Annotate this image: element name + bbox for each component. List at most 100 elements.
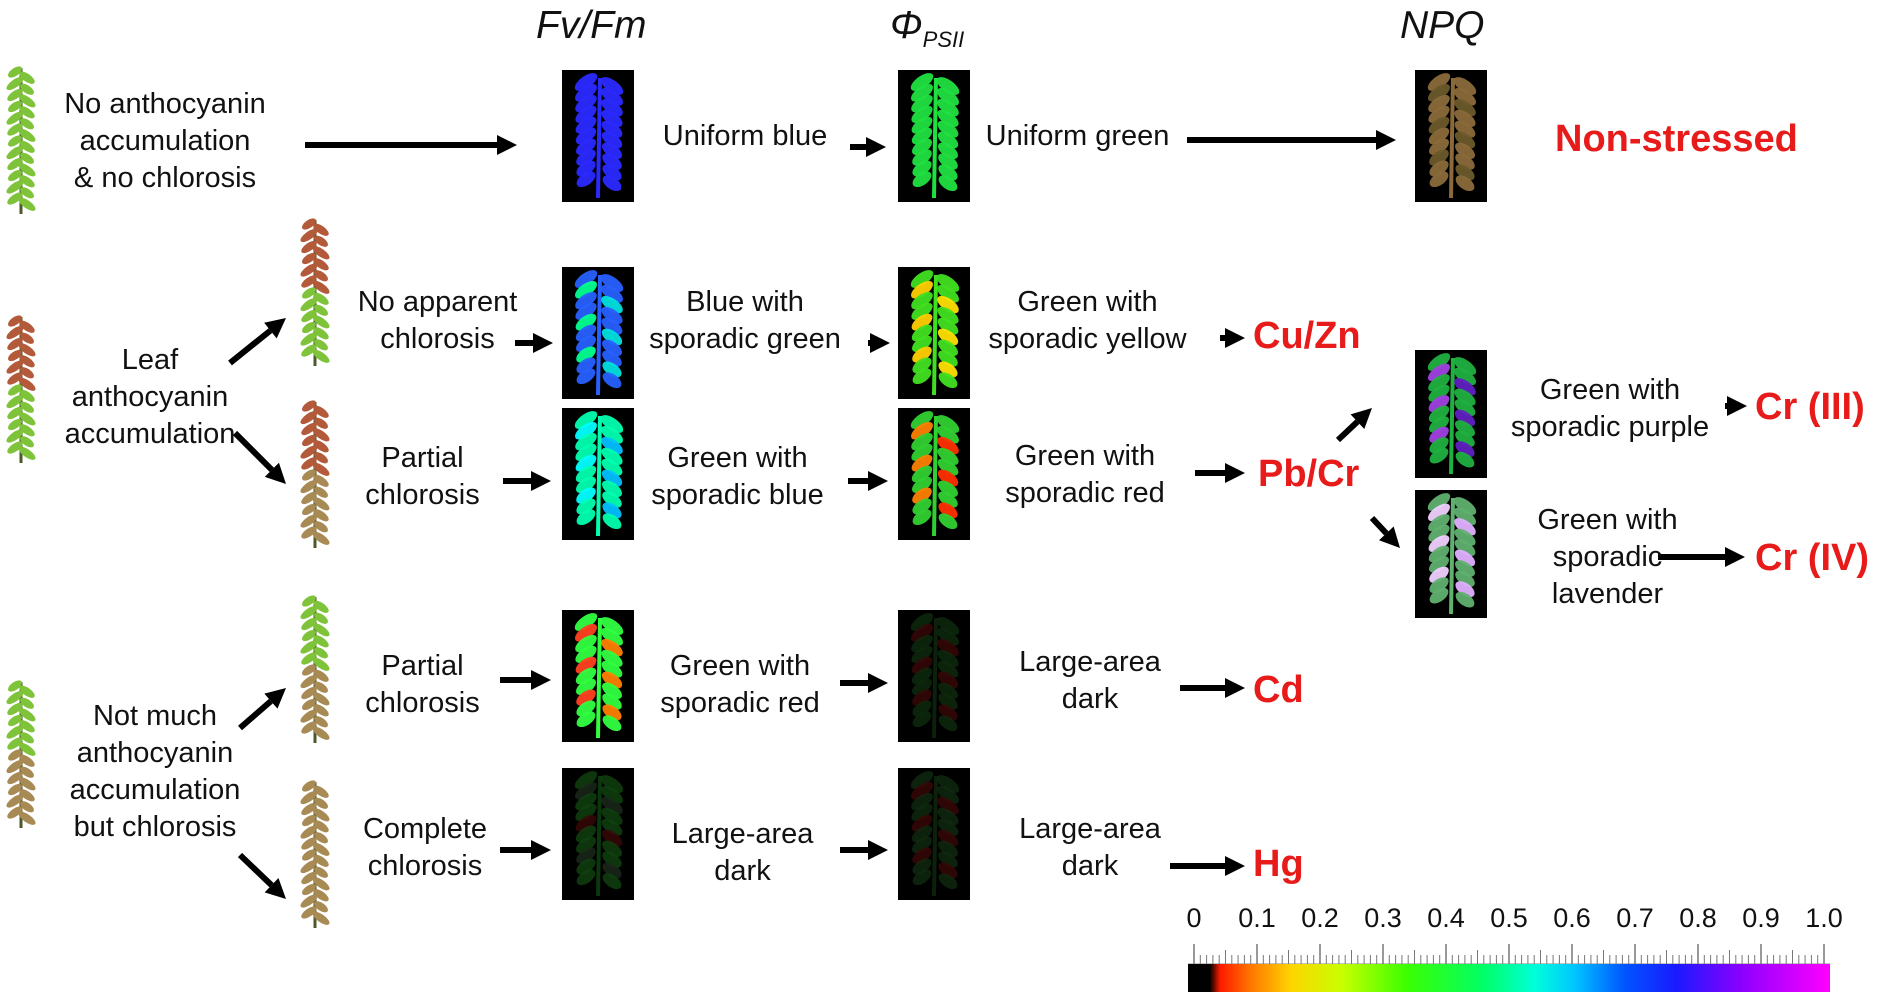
leaf-lobe xyxy=(1428,503,1450,522)
leaf-lobe xyxy=(575,313,597,331)
moss-leaf xyxy=(312,808,330,822)
leaf-lobe xyxy=(911,432,933,451)
moss-image-branch-2 xyxy=(300,400,330,555)
label-line: Green with xyxy=(667,442,808,474)
moss-leaf xyxy=(18,412,36,426)
leaf-lobe xyxy=(574,73,598,91)
leaf-lobe xyxy=(602,350,622,367)
leaf-lobe xyxy=(912,346,932,363)
moss-leaf xyxy=(301,422,317,436)
label-line: Green with xyxy=(669,650,811,682)
leaf-lobe xyxy=(601,98,623,117)
moss-leaf xyxy=(312,657,330,671)
flow-arrow-18 xyxy=(232,430,286,484)
moss-leaf xyxy=(8,66,22,78)
leaf-lobe xyxy=(938,513,958,530)
leaf-lobe xyxy=(911,667,933,685)
leaf-lobe xyxy=(602,704,622,721)
leaf-lobe xyxy=(600,617,624,635)
leaf-lobe xyxy=(601,447,623,465)
moss-leaf xyxy=(301,837,317,850)
leaf-lobe xyxy=(911,127,933,145)
leaf-lobe xyxy=(1454,507,1476,526)
flow-arrow-11 xyxy=(1180,678,1245,698)
leaf-lobe xyxy=(575,324,597,342)
leaf-lobe xyxy=(938,372,958,389)
moss-leaf xyxy=(314,270,328,282)
leaf-stem xyxy=(932,77,938,199)
moss-leaf xyxy=(312,462,330,476)
leaf-lobe xyxy=(576,335,596,352)
leaf-lobe xyxy=(575,302,597,320)
leaf-lobe xyxy=(911,803,933,821)
leaf-lobe xyxy=(575,465,597,483)
colorbar-tick-label: 0.3 xyxy=(1364,903,1402,933)
leaf-lobe xyxy=(601,627,623,646)
moss-leaf xyxy=(18,742,36,756)
leaf-lobe xyxy=(600,775,624,793)
moss-leaf xyxy=(18,163,36,177)
leaf-lobe xyxy=(601,649,623,667)
leaf-lobe xyxy=(937,638,959,657)
leaf-lobe xyxy=(1428,94,1450,113)
leaf-lobe xyxy=(938,851,958,868)
leaf-stem xyxy=(1449,357,1455,475)
leaf-lobe xyxy=(1429,426,1449,443)
leaf-lobe xyxy=(911,634,933,653)
leaf-lobe xyxy=(1455,142,1475,159)
leaf-lobe xyxy=(575,443,597,461)
leaf-lobe xyxy=(912,509,932,526)
leaf-lobe xyxy=(937,87,959,106)
leaf-lobe xyxy=(574,613,598,631)
leaf-lobe xyxy=(1429,577,1449,594)
label-line: sporadic purple xyxy=(1510,411,1710,443)
moss-leaf xyxy=(312,315,330,329)
moss-leaf xyxy=(20,401,34,413)
leaf-lobe xyxy=(912,858,932,875)
leaf-lobe xyxy=(575,667,597,685)
leaf-stem xyxy=(1449,77,1455,199)
leaf-lobe xyxy=(602,361,622,378)
moss-leaf xyxy=(312,280,330,294)
leaf-lobe xyxy=(1454,549,1476,567)
leaf-lobe xyxy=(1454,120,1476,138)
moss-leaf xyxy=(313,635,329,648)
leaf-lobe xyxy=(912,368,932,385)
leaf-lobe xyxy=(1428,535,1450,553)
leaf-lobe xyxy=(911,454,933,472)
leaf-lobe xyxy=(576,171,596,188)
leaf-lobe xyxy=(937,425,959,444)
leaf-lobe xyxy=(601,458,623,476)
moss-leaf xyxy=(301,491,317,505)
header-phi-main: Φ xyxy=(890,4,923,47)
moss-leaf xyxy=(20,732,34,744)
moss-leaf xyxy=(7,406,23,420)
moss-leaf xyxy=(314,304,328,316)
leaf-lobe xyxy=(937,436,959,455)
moss-leaf xyxy=(312,911,330,925)
moss-image-chlorosis xyxy=(6,680,36,835)
leaf-lobe xyxy=(574,771,598,789)
moss-leaf xyxy=(8,783,22,796)
moss-leaf xyxy=(18,708,36,722)
leaf-lobe xyxy=(575,454,597,472)
colorbar-tick-label: 0.7 xyxy=(1616,903,1654,933)
moss-leaf xyxy=(7,737,23,750)
leaf-lobe xyxy=(1428,395,1450,413)
moss-leaf xyxy=(301,802,317,816)
label-line: chlorosis xyxy=(365,479,480,511)
leaf-lobe xyxy=(602,480,622,497)
leaf-lobe xyxy=(1429,416,1449,433)
moss-leaf xyxy=(313,889,329,902)
fvfm-image-row3 xyxy=(562,610,634,742)
moss-leaf xyxy=(313,509,329,522)
leaf-lobe xyxy=(910,270,934,288)
moss-leaf xyxy=(301,275,317,288)
moss-leaf xyxy=(314,521,328,533)
leaf-lobe xyxy=(937,458,959,476)
leaf-lobe xyxy=(911,280,933,299)
moss-leaf xyxy=(302,883,316,896)
moss-leaf xyxy=(8,418,22,431)
leaf-lobe xyxy=(575,432,597,451)
